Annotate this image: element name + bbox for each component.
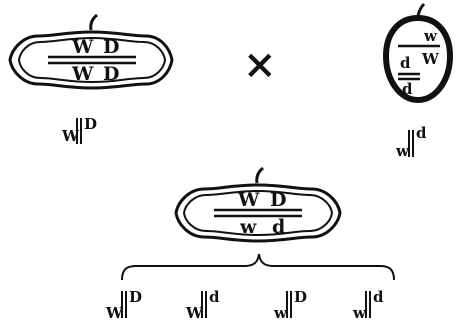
parent2-allele-4: d	[402, 80, 413, 98]
parent1-fruit: W D W D	[10, 15, 172, 88]
cross-symbol: ×	[243, 41, 277, 88]
parent2-gamete-label: w d	[395, 124, 427, 160]
gamete-bracket	[122, 254, 394, 280]
parent1-allele-bottom-1: W	[71, 63, 94, 85]
parent1-gamete-label: W D	[61, 115, 97, 145]
parent2-gamete-right: d	[416, 124, 427, 142]
gamete-4: w d	[352, 288, 384, 322]
f1-allele-top-1: W	[237, 189, 260, 211]
parent1-allele-bottom-2: D	[103, 63, 119, 85]
parent2-allele-2: d	[400, 54, 411, 72]
parent2-allele-1: w	[423, 27, 438, 45]
gamete-3-left: w	[273, 304, 288, 322]
gamete-2-right: d	[209, 288, 220, 306]
gamete-4-left: w	[352, 304, 367, 322]
gamete-2: W d	[185, 288, 220, 322]
f1-allele-bottom-2: d	[272, 216, 285, 238]
gamete-4-right: d	[373, 288, 384, 306]
parent2-fruit: w d W d	[386, 4, 450, 100]
parent2-outline	[386, 18, 450, 100]
f1-allele-bottom-1: w	[239, 216, 257, 238]
parent1-allele-top-1: W	[71, 36, 94, 58]
parent2-allele-3: W	[421, 50, 440, 68]
parent1-gamete-right: D	[84, 115, 97, 133]
f1-stem	[257, 168, 263, 183]
f1-fruit: W D w d	[176, 168, 340, 241]
gamete-1-right: D	[129, 288, 142, 306]
gamete-3: w D	[273, 288, 307, 322]
parent2-gamete-left: w	[395, 142, 410, 160]
parent2-stem	[418, 4, 424, 16]
f1-allele-top-2: D	[270, 189, 286, 211]
parent1-stem	[91, 15, 97, 30]
gamete-3-right: D	[294, 288, 307, 306]
parent1-allele-top-2: D	[103, 36, 119, 58]
gamete-1: W D	[105, 288, 142, 322]
